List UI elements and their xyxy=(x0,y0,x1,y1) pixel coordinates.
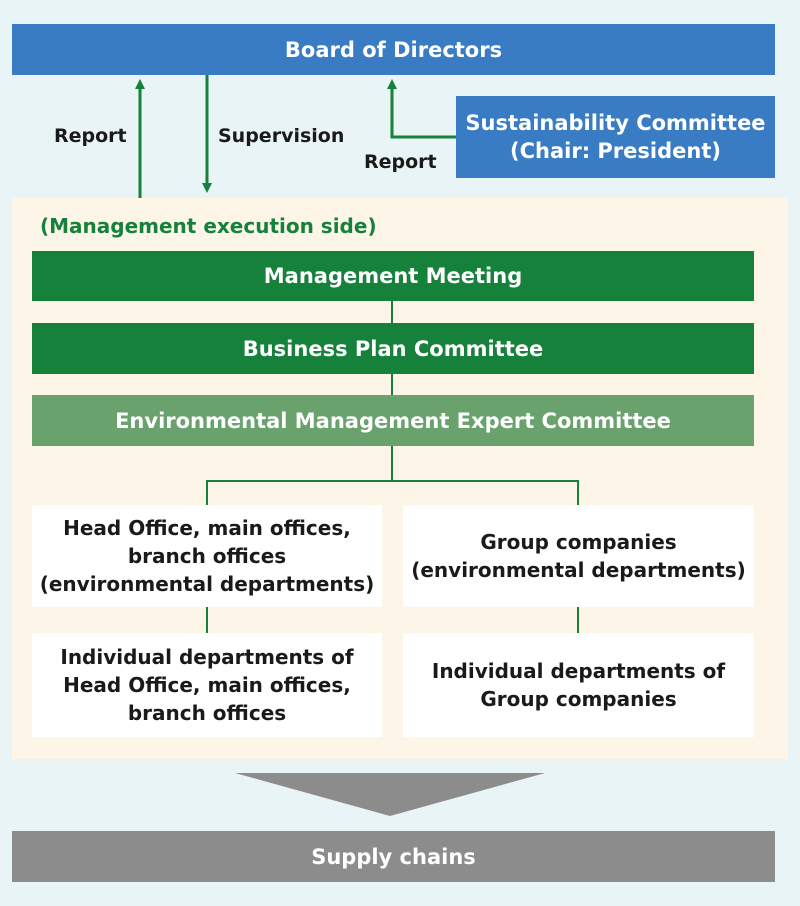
box-line: Head Office, main offices, xyxy=(63,516,351,540)
box-line: Group companies xyxy=(480,530,677,554)
connector-branch xyxy=(206,446,393,505)
environmental-committee-box: Environmental Management Expert Committe… xyxy=(32,395,754,446)
management-meeting-label: Management Meeting xyxy=(263,264,523,288)
report-label-left: Report xyxy=(54,125,127,147)
head-office-individual-departments-box: Individual departments of Head Office, m… xyxy=(32,633,382,737)
board-of-directors-label: Board of Directors xyxy=(284,37,503,62)
head-office-environmental-box: Head Office, main offices, branch office… xyxy=(32,505,382,607)
supervision-label: Supervision xyxy=(218,125,345,147)
sustainability-committee-title: Sustainability Committee xyxy=(465,111,766,135)
box-line: Head Office, main offices, xyxy=(63,673,351,697)
management-meeting-box: Management Meeting xyxy=(32,251,754,301)
box-line: Group companies xyxy=(480,687,677,711)
supply-chains-box: Supply chains xyxy=(12,831,775,882)
connector-branch-right xyxy=(392,480,579,505)
sustainability-committee-box: Sustainability Committee (Chair: Preside… xyxy=(456,96,775,178)
environmental-committee-label: Environmental Management Expert Committe… xyxy=(115,408,671,433)
group-companies-individual-departments-box: Individual departments of Group companie… xyxy=(403,633,754,737)
box-line: (environmental departments) xyxy=(39,572,375,596)
report-label-right: Report xyxy=(364,151,437,173)
sustainability-committee-chair: (Chair: President) xyxy=(510,139,721,163)
box-line: (environmental departments) xyxy=(411,558,746,582)
business-plan-committee-label: Business Plan Committee xyxy=(242,336,544,361)
board-of-directors-box: Board of Directors xyxy=(12,24,775,75)
box-line: branch offices xyxy=(127,544,287,568)
report-arrow-right xyxy=(387,79,456,139)
management-execution-title: (Management execution side) xyxy=(40,214,377,238)
group-companies-environmental-box: Group companies (environmental departmen… xyxy=(403,505,754,607)
box-line: Individual departments of xyxy=(431,659,726,683)
box-line: branch offices xyxy=(127,701,287,725)
down-arrow-to-supply-chains xyxy=(235,773,545,816)
box-line: Individual departments of xyxy=(60,645,354,669)
business-plan-committee-box: Business Plan Committee xyxy=(32,323,754,374)
supply-chains-label: Supply chains xyxy=(311,844,476,869)
